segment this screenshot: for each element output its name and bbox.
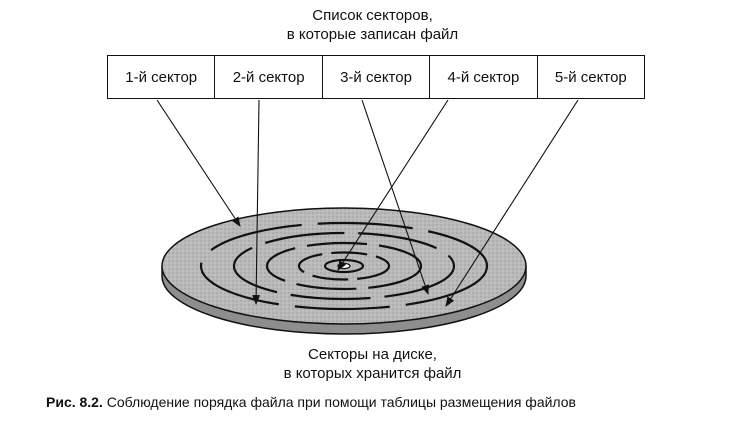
pointer-arrow-4 <box>337 99 449 271</box>
track-2 <box>232 231 456 301</box>
sector-list-caption: Список секторов, в которые записан файл <box>0 6 745 44</box>
pointer-arrow-3 <box>361 99 429 295</box>
track-4 <box>297 251 391 281</box>
sector-cell-4: 4-й сектор <box>430 56 538 98</box>
sector-list-table: 1-й сектор 2-й сектор 3-й сектор 4-й сек… <box>107 55 645 99</box>
figure-number: Рис. 8.2. <box>46 394 103 410</box>
track-3 <box>265 241 423 291</box>
sector-cell-1: 1-й сектор <box>108 56 216 98</box>
disk-sectors-caption-line1: Секторы на диске, <box>308 346 437 363</box>
pointer-arrow-2 <box>252 99 261 305</box>
figure-caption-text: Соблюдение порядка файла при помощи табл… <box>102 394 576 410</box>
track-1 <box>199 221 489 311</box>
sector-list-caption-line2: в которые записан файл <box>286 26 459 43</box>
sector-pointers <box>156 99 579 307</box>
disk-sectors-caption-line2: в которых хранится файл <box>283 365 462 382</box>
sector-cell-2: 2-й сектор <box>215 56 323 98</box>
pointer-arrow-1 <box>156 99 241 227</box>
disk-sectors-caption: Секторы на диске, в которых хранится фай… <box>0 345 745 383</box>
sector-cell-3: 3-й сектор <box>323 56 431 98</box>
sector-list-caption-line1: Список секторов, <box>312 7 433 24</box>
figure-caption: Рис. 8.2. Соблюдение порядка файла при п… <box>46 394 576 410</box>
pointer-arrow-5 <box>445 99 579 307</box>
sector-cell-5: 5-й сектор <box>554 68 627 86</box>
